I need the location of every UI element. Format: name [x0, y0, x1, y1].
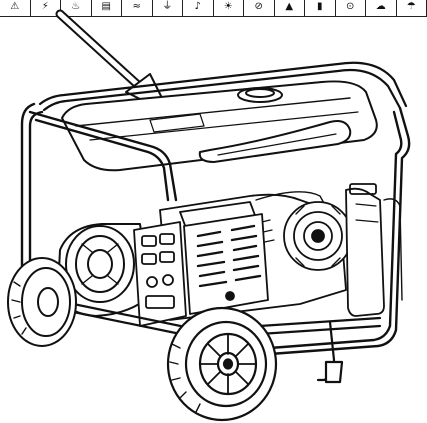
rear-frame: [38, 61, 408, 112]
no-smoking-icon: ⊘: [254, 1, 263, 12]
safety-label-3: ♨: [61, 0, 92, 16]
ground-icon: ⏚: [162, 1, 173, 12]
safety-label-5: ≈: [122, 0, 153, 16]
muffler: [345, 183, 403, 317]
safety-label-4: ▤: [92, 0, 122, 16]
rain-icon: ☂: [406, 1, 416, 12]
control-panel: [133, 221, 187, 327]
fuel-tank: [61, 80, 378, 172]
front-wheel: [166, 306, 278, 422]
warning-icon: ⚠: [10, 1, 20, 12]
read-manual-icon: ▤: [101, 1, 111, 12]
noise-icon: ♪: [194, 1, 201, 12]
right-frame: [268, 106, 411, 356]
safety-label-7: ♪: [183, 0, 214, 16]
safety-label-12: ⊙: [336, 0, 366, 16]
safety-label-1: ⚠: [0, 0, 31, 16]
outlet-icon: ⊙: [346, 1, 355, 12]
safety-label-6: ⏚: [153, 0, 183, 16]
safety-label-9: ⊘: [244, 0, 275, 16]
safety-label-8: ☀: [214, 0, 244, 16]
fire-icon: ♨: [71, 1, 81, 12]
louvre-panel: [183, 213, 269, 315]
rear-wheel: [7, 257, 77, 347]
safety-label-strip: ⚠ ⚡ ♨ ▤ ≈ ⏚ ♪ ☀ ⊘ ▲ ▮ ⊙ ☁ ☂: [0, 0, 427, 17]
battery-icon: ▮: [316, 1, 323, 12]
exhaust-icon: ☁: [375, 1, 386, 12]
ventilation-icon: ☀: [223, 1, 233, 12]
fuel-icon: ▲: [285, 1, 294, 12]
alternator-cover: [57, 223, 151, 317]
shock-icon: ⚡: [41, 1, 49, 12]
safety-label-11: ▮: [305, 0, 336, 16]
safety-label-13: ☁: [366, 0, 397, 16]
safety-label-10: ▲: [275, 0, 305, 16]
hot-surface-icon: ≈: [132, 1, 141, 12]
safety-label-2: ⚡: [31, 0, 61, 16]
recoil-starter: [283, 201, 353, 271]
